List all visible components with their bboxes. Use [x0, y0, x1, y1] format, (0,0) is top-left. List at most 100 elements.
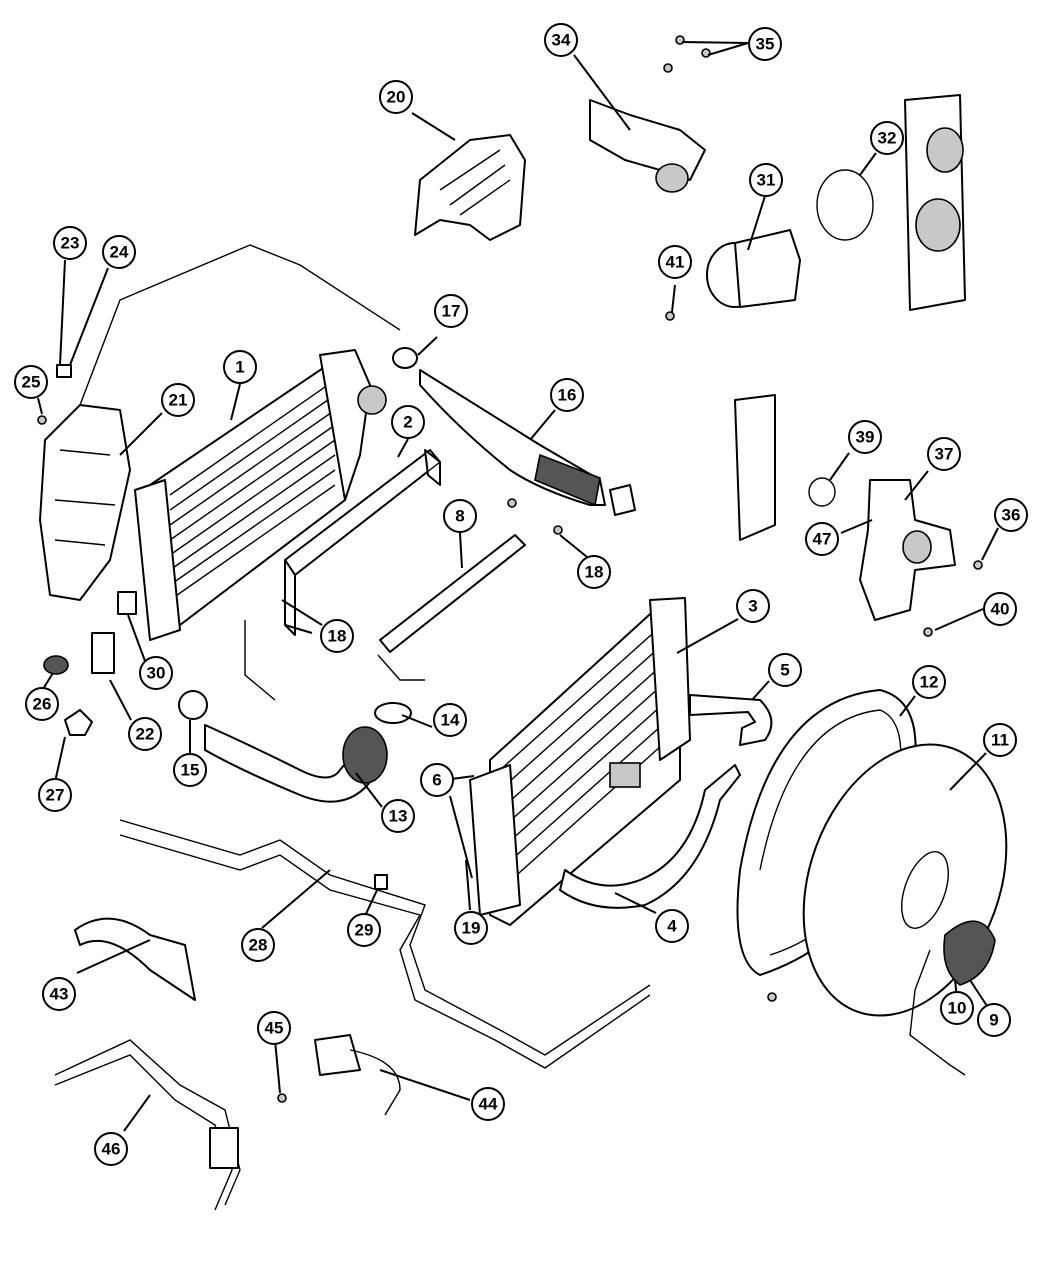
svg-text:45: 45: [265, 1019, 284, 1038]
svg-text:20: 20: [387, 88, 406, 107]
svg-text:41: 41: [666, 253, 685, 272]
part-oil-cooler: [244, 449, 526, 701]
svg-text:24: 24: [110, 243, 129, 262]
callout-6: 6: [420, 763, 454, 797]
callout-39: 39: [848, 420, 882, 454]
callout-47: 47: [805, 522, 839, 556]
svg-text:32: 32: [878, 129, 897, 148]
svg-text:27: 27: [46, 786, 65, 805]
callout-20: 20: [379, 80, 413, 114]
callout-28: 28: [241, 928, 275, 962]
svg-text:34: 34: [552, 31, 571, 50]
svg-text:18: 18: [328, 627, 347, 646]
part-tubes: [54, 917, 401, 1211]
svg-text:28: 28: [249, 936, 268, 955]
callout-11: 11: [983, 723, 1017, 757]
callout-24: 24: [102, 235, 136, 269]
callout-18a: 18: [577, 555, 611, 589]
svg-text:46: 46: [102, 1140, 121, 1159]
part-fasteners: [37, 35, 983, 1103]
part-hoses: [204, 369, 773, 909]
callout-31: 31: [749, 163, 783, 197]
callout-29: 29: [347, 913, 381, 947]
part-water-pump: [589, 94, 966, 311]
svg-text:11: 11: [991, 731, 1009, 750]
part-coolant-reservoir: [39, 244, 401, 736]
svg-text:3: 3: [748, 597, 757, 616]
svg-text:8: 8: [455, 507, 464, 526]
svg-text:2: 2: [403, 413, 412, 432]
callout-46: 46: [94, 1132, 128, 1166]
callout-34: 34: [544, 23, 578, 57]
svg-text:36: 36: [1002, 506, 1021, 525]
svg-text:26: 26: [33, 695, 52, 714]
svg-text:29: 29: [355, 921, 374, 940]
part-cooler-lines: [119, 819, 651, 1069]
callout-14: 14: [433, 703, 467, 737]
svg-text:37: 37: [935, 445, 954, 464]
svg-text:15: 15: [181, 761, 200, 780]
callout-9: 9: [977, 1003, 1011, 1037]
svg-text:31: 31: [757, 171, 776, 190]
part-radiator: [469, 597, 691, 926]
svg-text:30: 30: [147, 664, 166, 683]
svg-text:35: 35: [756, 35, 775, 54]
svg-text:4: 4: [667, 917, 677, 936]
svg-text:13: 13: [389, 807, 408, 826]
part-shroud-bracket: [414, 134, 526, 241]
callout-12: 12: [912, 665, 946, 699]
callout-26: 26: [25, 687, 59, 721]
callout-16: 16: [550, 378, 584, 412]
callout-27: 27: [38, 778, 72, 812]
part-charge-air-cooler: [134, 349, 387, 641]
callout-37: 37: [927, 437, 961, 471]
callout-45: 45: [257, 1011, 291, 1045]
svg-text:9: 9: [989, 1011, 998, 1030]
callout-5: 5: [768, 653, 802, 687]
callout-8: 8: [443, 499, 477, 533]
svg-text:18: 18: [585, 563, 604, 582]
callout-1: 1: [223, 350, 257, 384]
part-fan-shroud: [736, 689, 1008, 1076]
callout-25: 25: [14, 365, 48, 399]
callout-35: 35: [748, 27, 782, 61]
svg-text:39: 39: [856, 428, 875, 447]
svg-text:40: 40: [991, 600, 1010, 619]
callout-17: 17: [434, 294, 468, 328]
callout-41: 41: [658, 245, 692, 279]
callout-43: 43: [42, 977, 76, 1011]
callout-18b: 18: [320, 619, 354, 653]
svg-text:1: 1: [235, 358, 244, 377]
svg-text:10: 10: [948, 999, 967, 1018]
leader-lines: [37, 41, 999, 1132]
callout-23: 23: [53, 226, 87, 260]
part-coolant-outlet: [734, 394, 956, 621]
svg-text:16: 16: [558, 386, 577, 405]
callout-3: 3: [736, 589, 770, 623]
callout-32: 32: [870, 121, 904, 155]
svg-text:6: 6: [432, 771, 441, 790]
svg-text:14: 14: [441, 711, 460, 730]
callout-4: 4: [655, 909, 689, 943]
callout-30: 30: [139, 656, 173, 690]
svg-text:43: 43: [50, 985, 69, 1004]
svg-text:19: 19: [462, 919, 481, 938]
svg-text:44: 44: [479, 1095, 498, 1114]
callout-22: 22: [128, 717, 162, 751]
callout-15: 15: [173, 753, 207, 787]
callout-2: 2: [391, 405, 425, 439]
svg-text:47: 47: [813, 530, 832, 549]
part-clamps: [178, 347, 636, 724]
svg-text:17: 17: [442, 302, 461, 321]
callout-10: 10: [940, 991, 974, 1025]
svg-text:23: 23: [61, 234, 80, 253]
svg-text:5: 5: [780, 661, 789, 680]
svg-text:25: 25: [22, 373, 41, 392]
svg-text:21: 21: [169, 391, 188, 410]
callout-21: 21: [161, 383, 195, 417]
callout-19: 19: [454, 911, 488, 945]
svg-text:22: 22: [136, 725, 155, 744]
callout-40: 40: [983, 592, 1017, 626]
callout-36: 36: [994, 498, 1028, 532]
callout-13: 13: [381, 799, 415, 833]
